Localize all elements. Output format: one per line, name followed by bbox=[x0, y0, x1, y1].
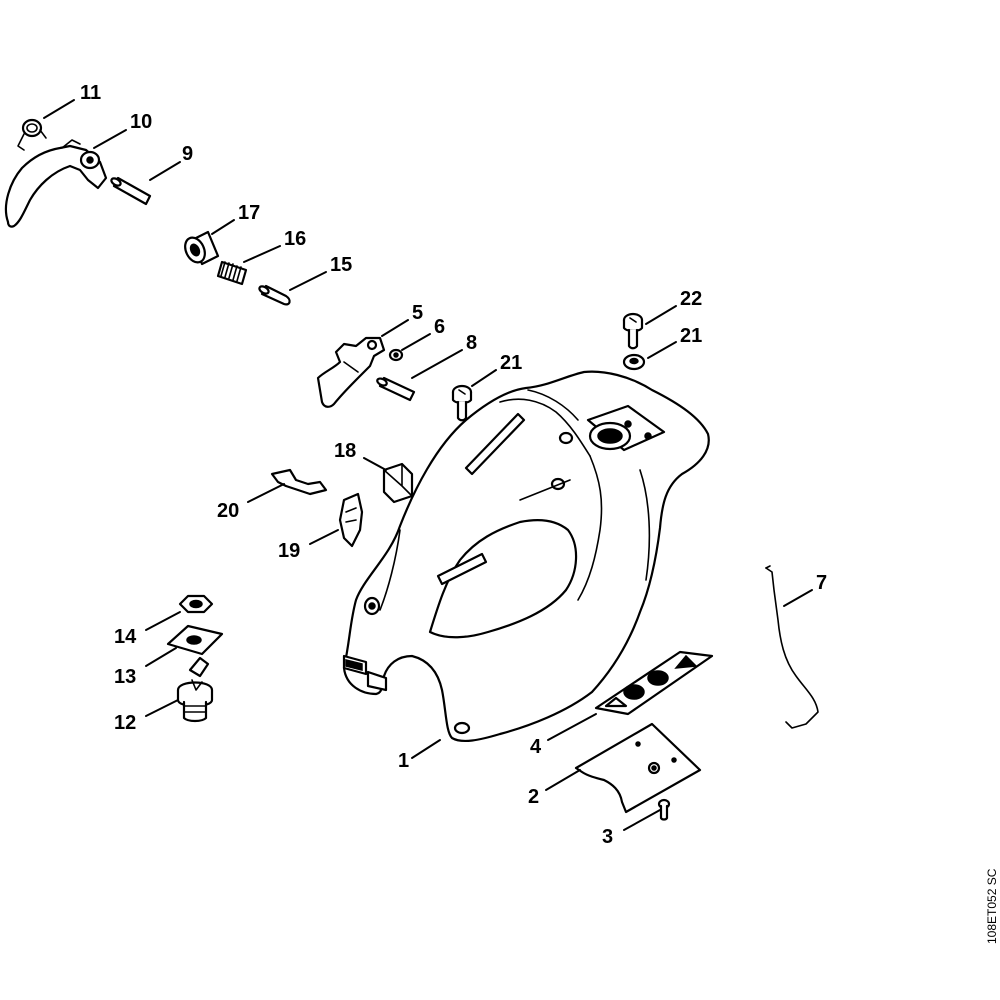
part-21-washer bbox=[622, 353, 646, 371]
leader-15 bbox=[289, 271, 327, 291]
part-3-screw bbox=[657, 798, 671, 821]
callout-6: 6 bbox=[434, 316, 445, 338]
callout-10: 10 bbox=[130, 111, 152, 133]
leader-20 bbox=[247, 483, 285, 503]
leader-9 bbox=[149, 161, 181, 181]
part-8-pin bbox=[376, 376, 416, 402]
reference-code: 108ET052 SC bbox=[985, 868, 999, 944]
part-4-warning-label bbox=[594, 650, 714, 716]
part-21-screw bbox=[451, 384, 473, 422]
callout-19: 19 bbox=[278, 540, 300, 562]
leader-lines bbox=[43, 99, 813, 831]
callout-20: 20 bbox=[217, 500, 239, 522]
part-9-pin bbox=[110, 176, 152, 206]
part-6-washer bbox=[388, 348, 404, 362]
part-18-buffer bbox=[382, 462, 414, 504]
part-5-trigger-interlock bbox=[316, 336, 386, 408]
callout-15: 15 bbox=[330, 254, 352, 276]
leader-10 bbox=[93, 129, 127, 149]
part-13-plate bbox=[166, 624, 224, 656]
leader-4 bbox=[547, 713, 597, 741]
part-19-bracket bbox=[338, 492, 364, 548]
callout-5: 5 bbox=[412, 302, 423, 324]
callout-16: 16 bbox=[284, 228, 306, 250]
part-16-compression-spring bbox=[216, 260, 248, 286]
leader-6 bbox=[401, 333, 431, 351]
leader-16 bbox=[243, 245, 281, 263]
leader-19 bbox=[309, 529, 339, 545]
callout-17: 17 bbox=[238, 202, 260, 224]
callout-2: 2 bbox=[528, 786, 539, 808]
part-1-handle-housing bbox=[342, 370, 710, 743]
leader-2 bbox=[545, 769, 581, 791]
part-15-pin bbox=[258, 284, 291, 306]
callout-1: 1 bbox=[398, 750, 409, 772]
leader-3 bbox=[623, 809, 661, 831]
part-11-torsion-spring bbox=[17, 118, 47, 151]
leader-13 bbox=[145, 647, 177, 667]
part-17-sleeve bbox=[184, 230, 220, 266]
callout-21-left: 21 bbox=[500, 352, 522, 374]
callout-3: 3 bbox=[602, 826, 613, 848]
leader-1 bbox=[411, 739, 441, 759]
callout-14: 14 bbox=[114, 626, 137, 648]
callout-8: 8 bbox=[466, 332, 477, 354]
part-7-throttle-rod bbox=[765, 565, 819, 729]
leader-8 bbox=[411, 349, 463, 379]
part-20-leaf-spring bbox=[270, 468, 328, 496]
callout-18: 18 bbox=[334, 440, 356, 462]
callout-11: 11 bbox=[80, 82, 101, 104]
part-12-switch bbox=[176, 656, 214, 723]
callout-21-right: 21 bbox=[680, 325, 702, 347]
leader-7 bbox=[783, 589, 813, 607]
callout-labels: 11 10 9 17 16 15 5 6 8 21 22 21 18 20 19… bbox=[80, 82, 827, 848]
leader-5 bbox=[381, 319, 409, 337]
part-10-throttle-trigger bbox=[4, 139, 108, 228]
part-22-screw bbox=[622, 312, 644, 350]
leader-22 bbox=[645, 305, 677, 325]
part-2-cover-plate bbox=[574, 722, 702, 814]
leader-11 bbox=[43, 99, 75, 119]
leader-21-left bbox=[471, 369, 497, 387]
callout-7: 7 bbox=[816, 572, 827, 594]
callout-4: 4 bbox=[530, 736, 542, 758]
part-14-nut bbox=[178, 594, 214, 614]
callout-12: 12 bbox=[114, 712, 136, 734]
callout-13: 13 bbox=[114, 666, 136, 688]
leader-14 bbox=[145, 611, 181, 631]
leader-21-right bbox=[647, 341, 677, 359]
callout-22: 22 bbox=[680, 288, 702, 310]
callout-9: 9 bbox=[182, 143, 193, 165]
leader-18 bbox=[363, 457, 387, 471]
leader-12 bbox=[145, 699, 179, 717]
leader-17 bbox=[211, 219, 235, 235]
